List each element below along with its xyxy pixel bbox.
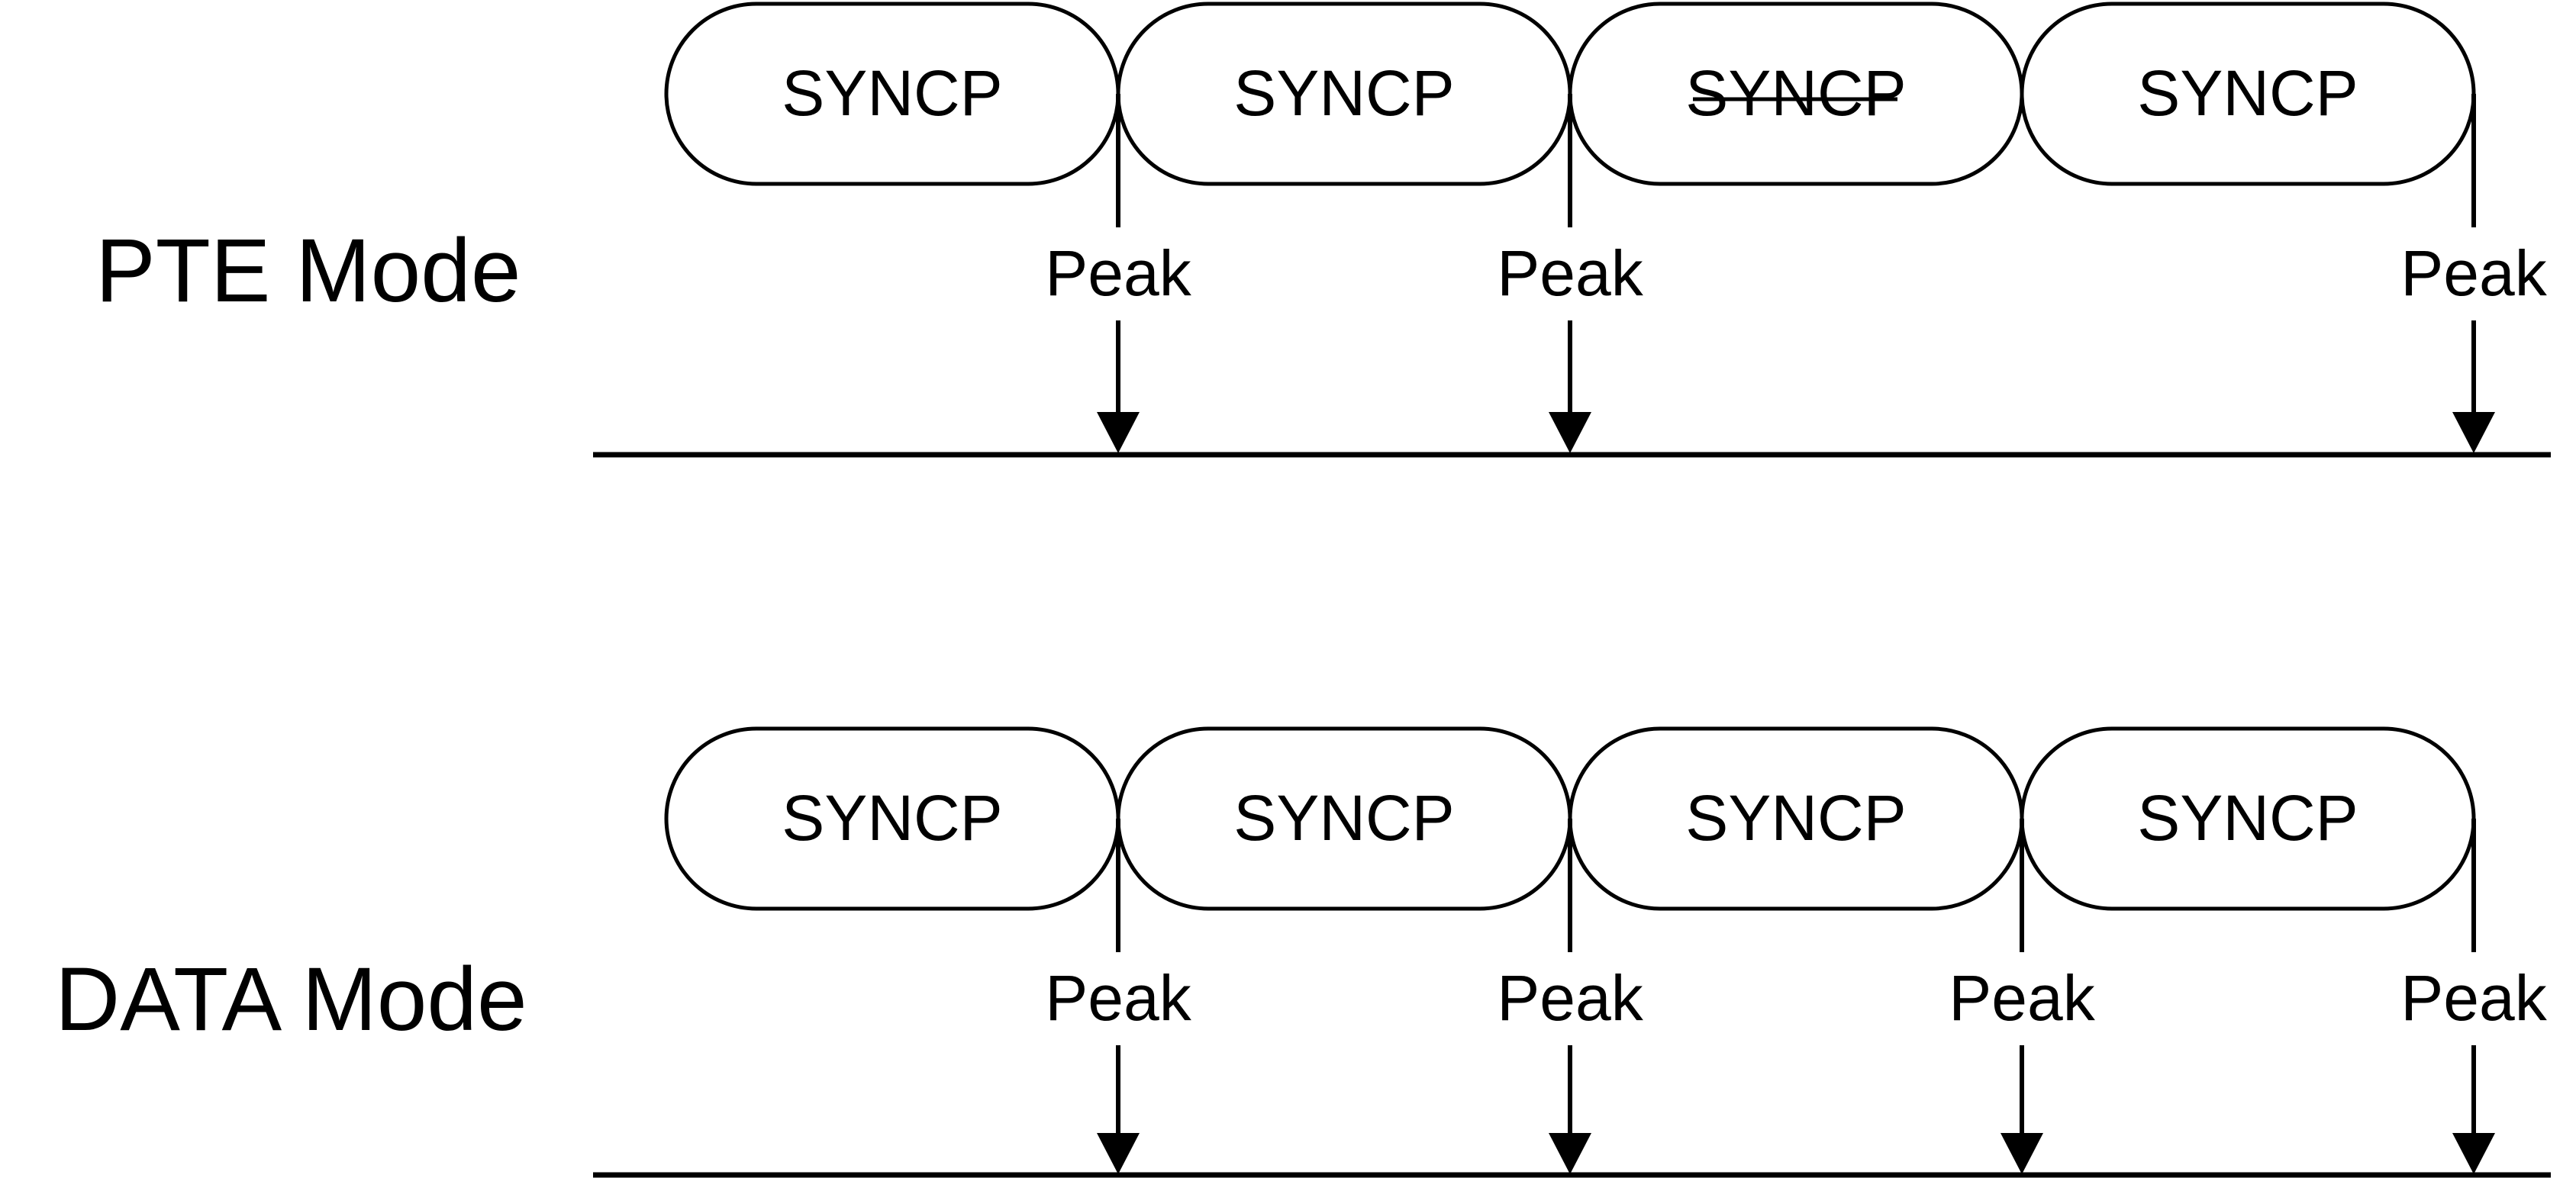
syncp-label: SYNCP bbox=[1233, 782, 1454, 854]
peak-marker: Peak bbox=[2400, 819, 2548, 1174]
peak-marker: Peak bbox=[1045, 94, 1192, 453]
peak-marker: Peak bbox=[1045, 819, 1192, 1174]
peak-label: Peak bbox=[1045, 237, 1191, 309]
arrowhead-icon bbox=[1549, 412, 1591, 453]
row-data-mode: DATA Mode SYNCP SYNCP SYNCP SYNCP Peak P… bbox=[55, 726, 2551, 1178]
syncp-label: SYNCP bbox=[1233, 57, 1454, 129]
peak-marker: Peak bbox=[2400, 94, 2548, 453]
peak-label: Peak bbox=[1949, 962, 2095, 1034]
peak-label: Peak bbox=[1045, 962, 1191, 1034]
peak-label: Peak bbox=[1497, 237, 1643, 309]
arrowhead-icon bbox=[2452, 1133, 2495, 1174]
arrowhead-icon bbox=[1549, 1133, 1591, 1174]
syncp-label: SYNCP bbox=[2137, 57, 2358, 129]
arrowhead-icon bbox=[1097, 412, 1140, 453]
arrowhead-icon bbox=[2001, 1133, 2043, 1174]
peak-label: Peak bbox=[2400, 237, 2547, 309]
arrowhead-icon bbox=[1097, 1133, 1140, 1174]
peak-label: Peak bbox=[2400, 962, 2547, 1034]
row-pte-mode: PTE Mode SYNCP SYNCP SYNCP SYNCP Peak Pe… bbox=[95, 2, 2551, 458]
peak-label: Peak bbox=[1497, 962, 1643, 1034]
mode-label: PTE Mode bbox=[95, 220, 521, 321]
peak-marker: Peak bbox=[1949, 819, 2096, 1174]
peak-marker: Peak bbox=[1497, 94, 1644, 453]
syncp-label: SYNCP bbox=[782, 782, 1002, 854]
syncp-label: SYNCP bbox=[1685, 782, 1906, 854]
syncp-label: SYNCP bbox=[782, 57, 1002, 129]
arrowhead-icon bbox=[2452, 412, 2495, 453]
syncp-label: SYNCP bbox=[2137, 782, 2358, 854]
mode-label: DATA Mode bbox=[55, 949, 527, 1050]
syncp-label-struck: SYNCP bbox=[1685, 57, 1906, 129]
peak-marker: Peak bbox=[1497, 819, 1644, 1174]
